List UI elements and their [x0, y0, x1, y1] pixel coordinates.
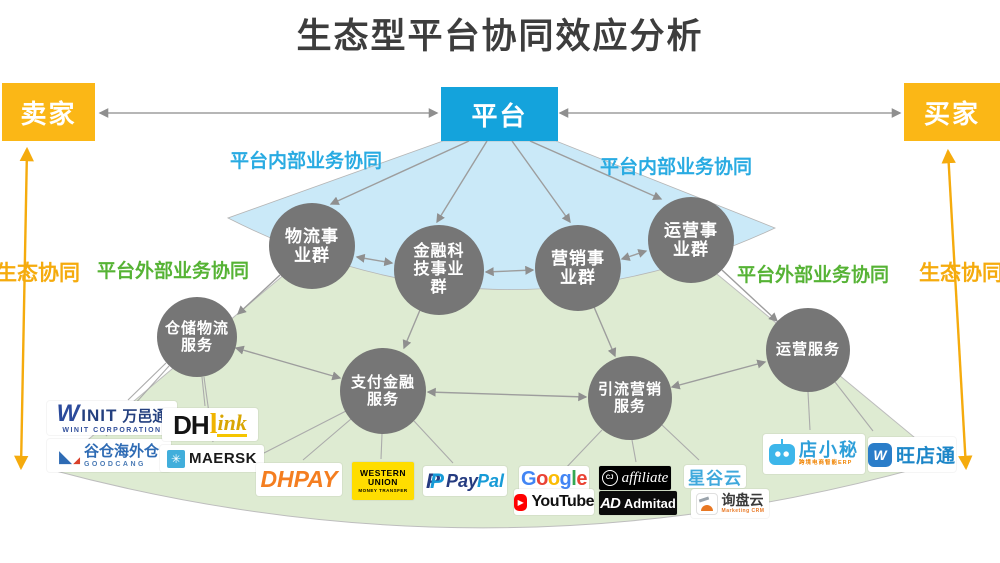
partner-xingguyun: 星谷云 — [684, 465, 746, 488]
dhpay-wordmark: DHPAY — [260, 466, 338, 492]
buyer-label: 买家 — [923, 98, 980, 129]
node-text: 仓储物流 — [164, 319, 229, 337]
seller-box: 卖家 — [2, 83, 95, 141]
annotation-internal-left: 平台内部业务协同 — [230, 151, 383, 172]
winit-cn: 万邑通 — [122, 408, 168, 425]
wangdiantong-cn: 旺店通 — [896, 446, 957, 467]
winit-w-icon: W — [56, 400, 80, 427]
xunpanyun-logo-icon — [695, 492, 718, 515]
node-operation-group: 运营事 业群 — [648, 197, 734, 283]
fan-green — [50, 140, 945, 529]
node-text: 技事业 — [413, 260, 465, 278]
platform-group-arrows — [329, 140, 663, 224]
node-payment-service: 支付金融 服务 — [340, 348, 426, 434]
node-text: 营销事 — [551, 248, 605, 268]
paypal-pay: Pay — [445, 470, 479, 491]
node-text: 引流营销 — [597, 380, 662, 398]
partner-dhlink: DH l ink — [162, 408, 258, 441]
ecosystem-arrows — [14, 146, 973, 471]
dhlink-l: l — [209, 408, 218, 440]
node-traffic-service: 引流营销 服务 — [588, 356, 672, 440]
goodcang-cn: 谷仓海外仓 — [83, 442, 159, 460]
partner-western-union: WESTERN UNION MONEY TRANSFER — [352, 462, 414, 500]
dianxiaomi-cn: 店小秘 — [799, 440, 859, 461]
partner-winit: W INIT 万邑通 WINIT CORPORATION — [47, 401, 177, 435]
node-logistics-group: 物流事 业群 — [269, 203, 355, 289]
partner-cj-affiliate: CJ affiliate — [599, 466, 671, 490]
node-text: 运营事 — [664, 220, 718, 240]
node-operation-service: 运营服务 — [766, 308, 850, 392]
node-text: 物流事 — [285, 226, 339, 246]
maersk-wordmark: MAERSK — [188, 450, 257, 467]
partner-google: G o o g l e — [519, 466, 589, 492]
wu-line1: WESTERN — [360, 467, 406, 478]
paypal-pal: Pal — [477, 470, 505, 491]
buyer-box: 买家 — [904, 83, 1000, 141]
maersk-star-icon: ✳ — [166, 449, 185, 468]
service-link-arrows — [234, 345, 767, 402]
node-marketing-group: 营销事 业群 — [535, 225, 621, 311]
partner-youtube: ▶ YouTube — [514, 489, 594, 515]
cj-wordmark: affiliate — [621, 469, 669, 486]
winit-logo: W INIT 万邑通 — [57, 402, 168, 426]
page-title: 生态型平台协同效应分析 — [296, 17, 704, 56]
node-text: 服务 — [180, 337, 213, 354]
node-text: 服务 — [366, 391, 399, 408]
partner-paypal: P P Pay Pal — [423, 466, 507, 496]
node-text: 业群 — [560, 268, 596, 287]
node-text: 群 — [430, 279, 448, 297]
paypal-p-icon: P — [429, 469, 444, 493]
xunpanyun-cn: 询盘云 — [721, 492, 764, 508]
goodcang-wordmark: GOODCANG — [83, 460, 146, 468]
annotation-internal-right: 平台内部业务协同 — [600, 157, 753, 178]
partner-xunpanyun: 询盘云 Marketing CRM — [691, 489, 769, 518]
goodcang-logo-icon: ◣ ◢ — [58, 446, 80, 466]
wu-subtitle: MONEY TRANSFER — [358, 487, 408, 493]
winit-subtitle: WINIT CORPORATION — [62, 427, 162, 434]
admitad-logo-icon: AD — [600, 494, 621, 512]
node-warehouse-service: 仓储物流 服务 — [157, 297, 237, 377]
node-fintech-group: 金融科 技事业 群 — [394, 225, 484, 315]
partner-dianxiaomi: 店小秘 跨境电商智能ERP — [763, 434, 865, 474]
group-link-arrows — [355, 249, 648, 277]
xingguyun-wordmark: 星谷云 — [688, 469, 742, 488]
dhlink-ink: ink — [217, 410, 247, 437]
youtube-wordmark: YouTube — [531, 493, 594, 510]
partner-maersk: ✳ MAERSK — [160, 445, 264, 472]
node-text: 服务 — [613, 398, 646, 415]
partner-goodcang: ◣ ◢ 谷仓海外仓 GOODCANG — [47, 439, 171, 472]
platform-box: 平台 — [441, 87, 558, 141]
node-text: 业群 — [673, 240, 709, 259]
node-text: 运营服务 — [775, 341, 840, 359]
admitad-wordmark: Admitad — [623, 495, 676, 511]
node-text: 支付金融 — [350, 373, 415, 391]
seller-label: 卖家 — [20, 98, 77, 129]
youtube-play-icon: ▶ — [514, 493, 528, 511]
wu-line2: UNION — [368, 476, 398, 487]
dhlink-dh: DH — [173, 409, 210, 440]
platform-label: 平台 — [471, 100, 528, 131]
wangdiantong-logo-icon: W — [868, 442, 892, 467]
annotation-eco-left: 生态协同 — [0, 262, 80, 285]
xunpanyun-subtitle: Marketing CRM — [721, 508, 765, 514]
annotation-external-right: 平台外部业务协同 — [737, 265, 890, 286]
service-partner-lines — [105, 362, 874, 473]
partner-wangdiantong: W 旺店通 — [868, 437, 956, 472]
annotation-external-left: 平台外部业务协同 — [97, 261, 250, 282]
partner-dhpay: DHPAY — [256, 463, 342, 496]
node-text: 金融科 — [413, 242, 465, 260]
cj-logo-icon: CJ — [601, 470, 618, 486]
annotation-eco-right: 生态协同 — [919, 262, 1000, 285]
winit-wordmark: INIT — [81, 406, 118, 425]
partner-admitad: AD Admitad — [599, 491, 677, 515]
dianxiaomi-robot-icon — [769, 438, 795, 465]
node-text: 业群 — [294, 246, 330, 265]
paypal-p-icon: P — [425, 469, 440, 493]
dianxiaomi-subtitle: 跨境电商智能ERP — [799, 460, 853, 467]
group-service-arrows — [236, 269, 779, 358]
